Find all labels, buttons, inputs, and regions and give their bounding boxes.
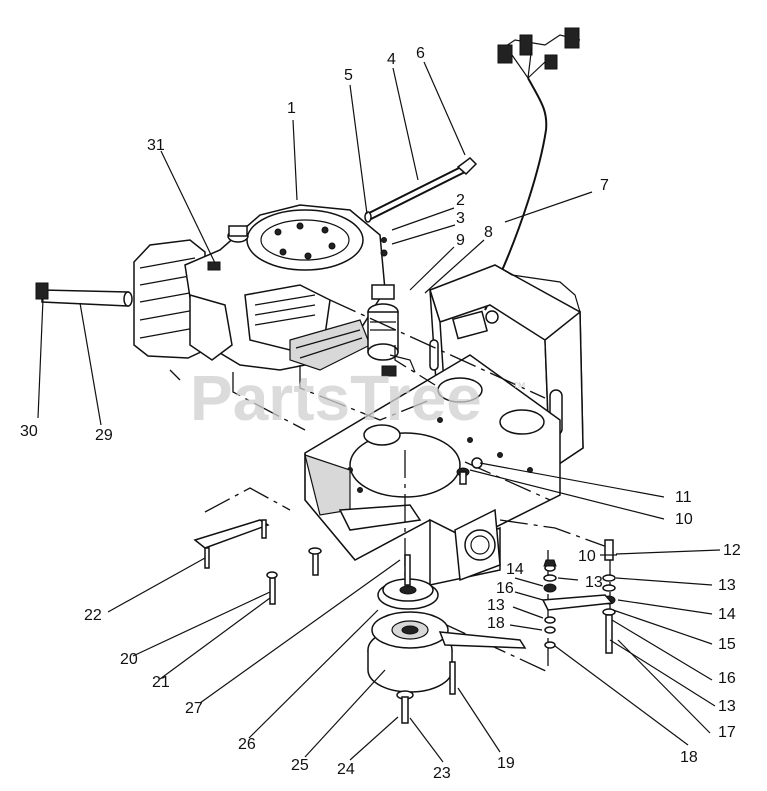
callout-20: 20 [120, 651, 138, 668]
callout-6: 6 [416, 45, 425, 62]
leader-lines [37, 61, 721, 763]
callout-17: 17 [718, 724, 736, 741]
callout-12: 12 [723, 542, 741, 559]
callout-2: 2 [456, 192, 465, 209]
callout-4: 4 [387, 51, 396, 68]
callout-5: 5 [344, 67, 353, 84]
callout-18-b: 18 [680, 749, 698, 766]
callout-25: 25 [291, 757, 309, 774]
callout-22: 22 [84, 607, 102, 624]
callout-13-b: 13 [718, 577, 736, 594]
exhaust-pipe [35, 282, 133, 307]
callout-15: 15 [718, 636, 736, 653]
callout-19: 19 [497, 755, 515, 772]
callout-11: 11 [675, 489, 692, 506]
callout-21: 21 [152, 674, 170, 691]
callout-31: 31 [147, 137, 165, 154]
watermark: PartsTree ™ [190, 362, 526, 434]
callout-14-b: 14 [718, 606, 736, 623]
callout-7: 7 [600, 177, 609, 194]
callout-10-upper: 10 [675, 511, 693, 528]
callout-13-d: 13 [718, 698, 736, 715]
callout-9: 9 [456, 232, 465, 249]
callout-13-c: 13 [487, 597, 505, 614]
callout-30: 30 [20, 423, 38, 440]
callout-27: 27 [185, 700, 203, 717]
engine-frame [304, 264, 584, 586]
clutch-assembly [367, 554, 527, 724]
callout-10-lower: 10 [578, 548, 596, 565]
callout-14-a: 14 [506, 561, 524, 578]
wire-harness [381, 27, 581, 377]
callout-26: 26 [238, 736, 256, 753]
engine [133, 204, 399, 371]
callout-23: 23 [433, 765, 451, 782]
dipstick-tube [364, 157, 478, 223]
watermark-text: PartsTree [190, 362, 482, 434]
callout-13-a: 13 [585, 574, 603, 591]
callout-labels: 1 2 3 4 5 6 7 8 9 10 10 11 12 13 13 13 1… [20, 45, 741, 782]
callout-18-a: 18 [487, 615, 505, 632]
callout-8: 8 [484, 224, 493, 241]
hardware [193, 457, 616, 654]
callout-24: 24 [337, 761, 355, 778]
callout-1: 1 [287, 100, 296, 117]
callout-3: 3 [456, 210, 465, 227]
watermark-trademark: ™ [512, 379, 526, 395]
callout-16-a: 16 [496, 580, 514, 597]
callout-16-b: 16 [718, 670, 736, 687]
callout-29: 29 [95, 427, 113, 444]
